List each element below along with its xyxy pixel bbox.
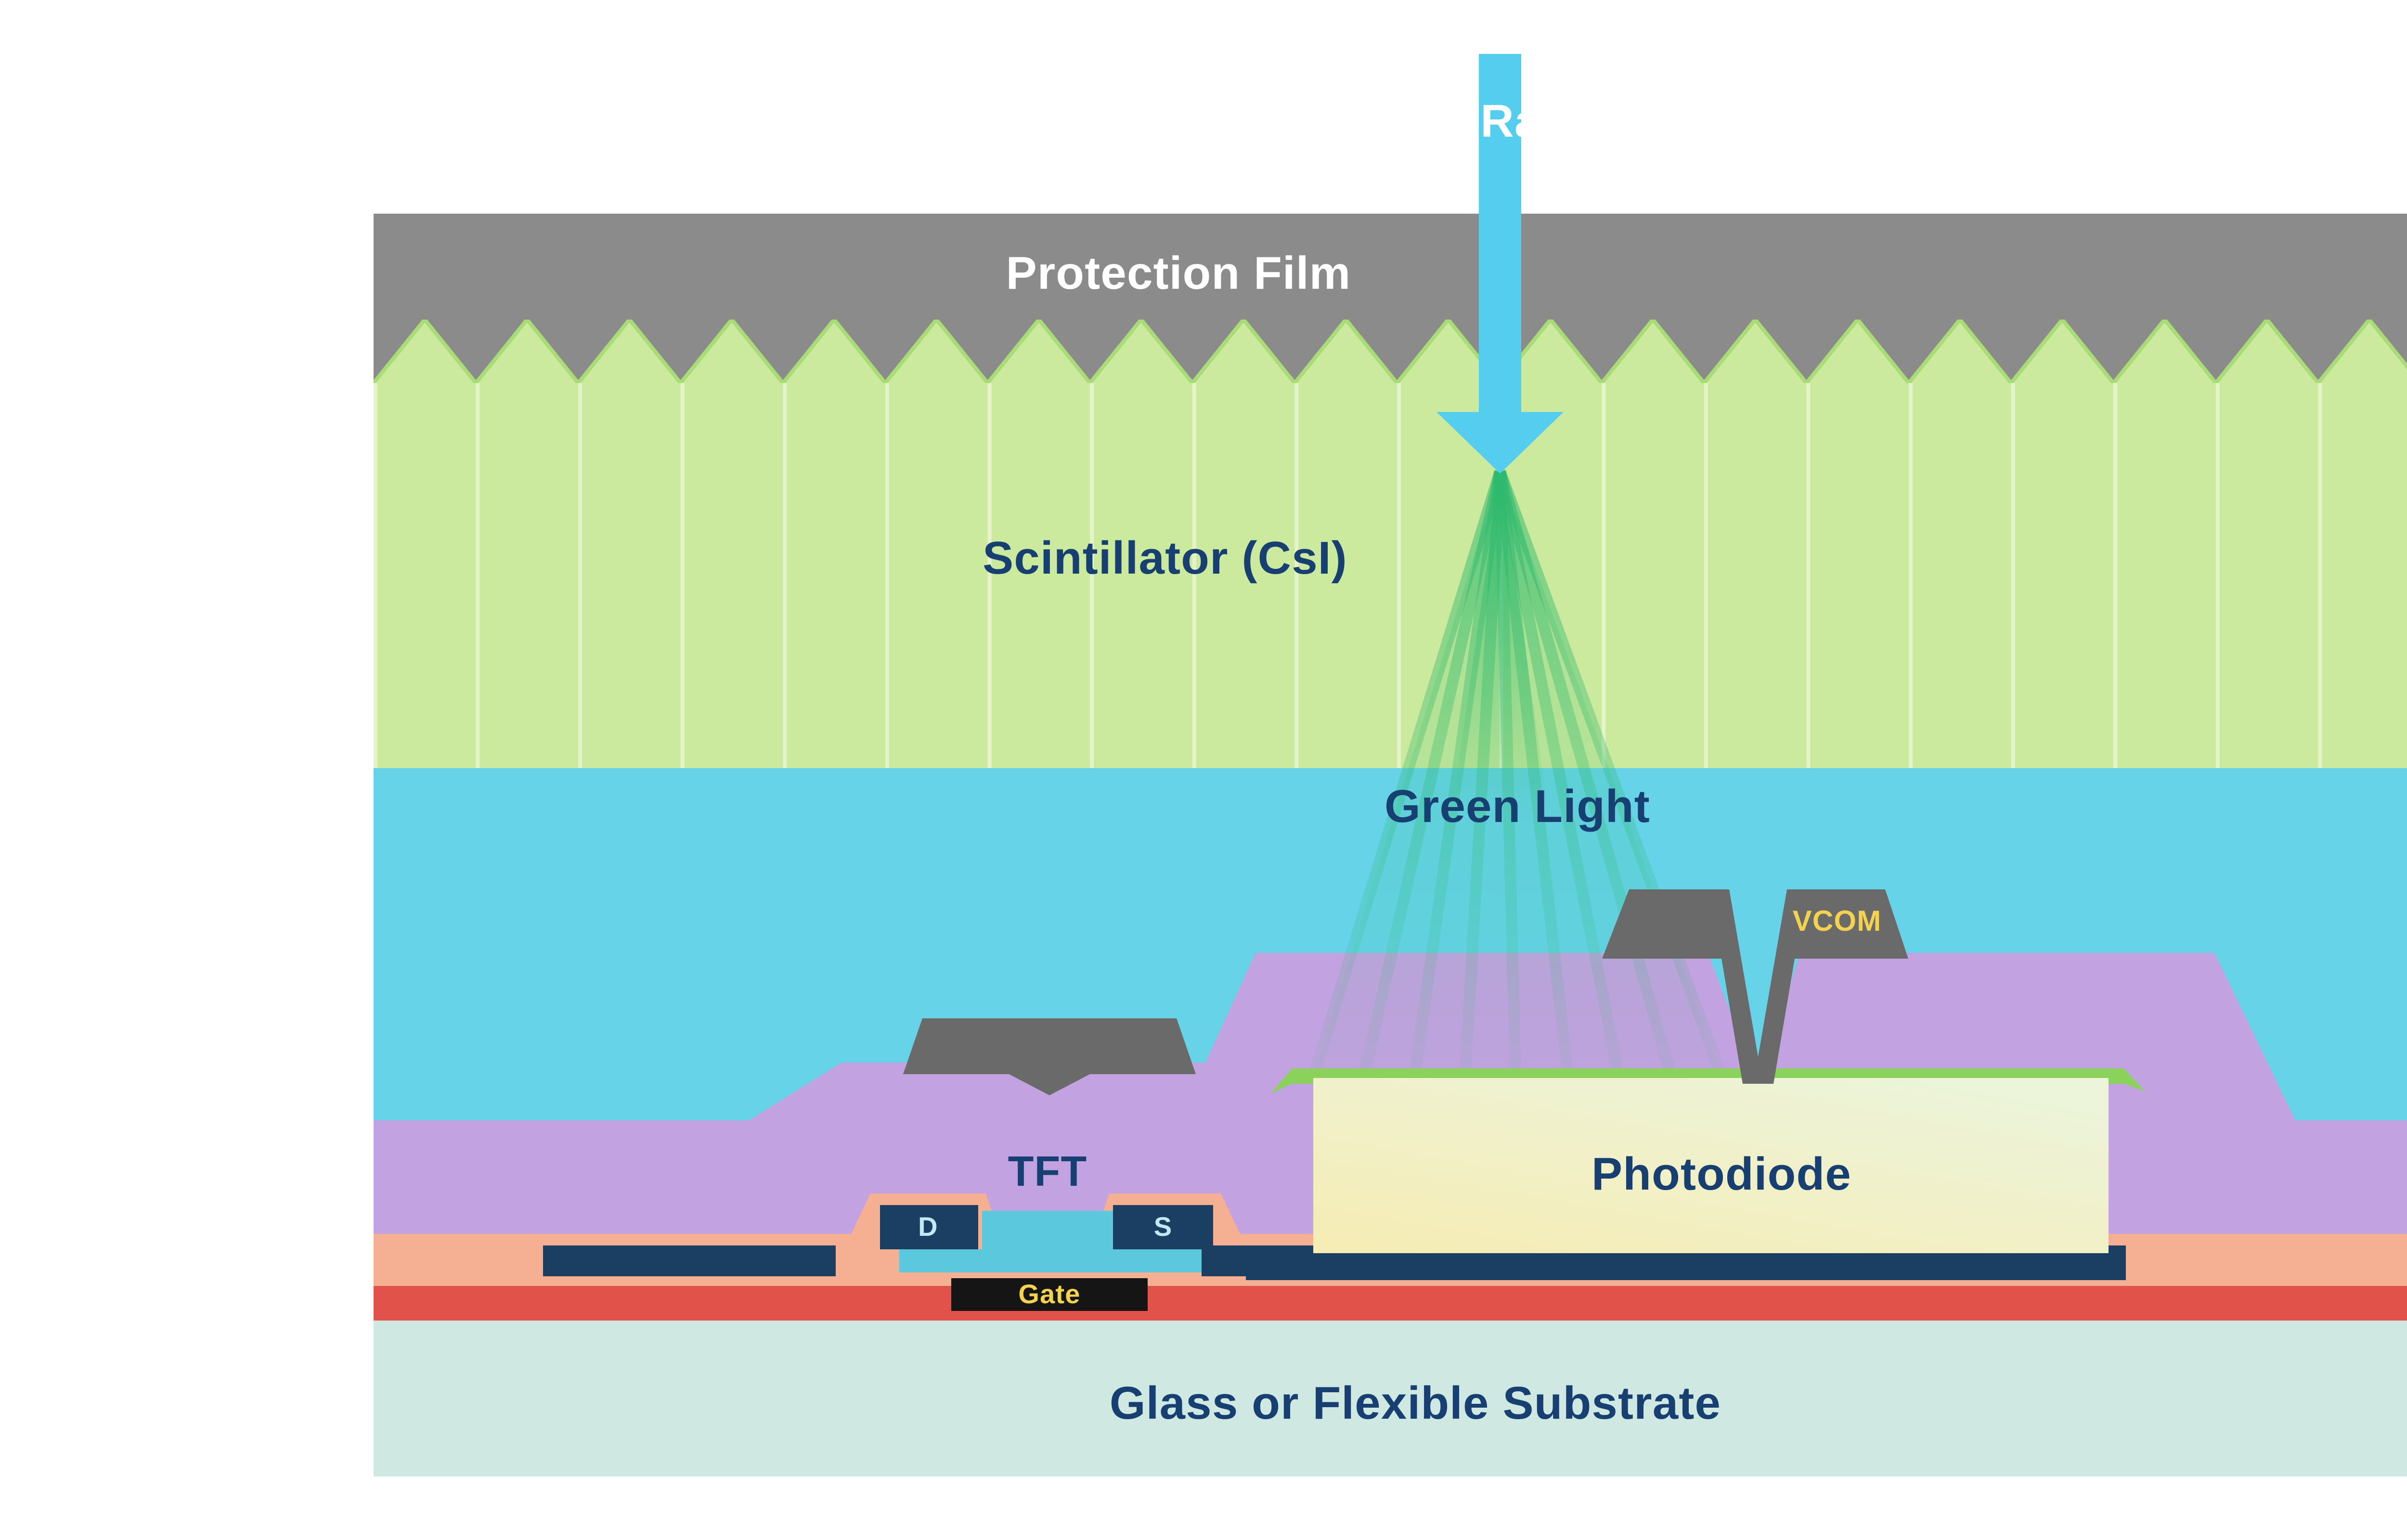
photodiode-body — [1313, 1078, 2109, 1253]
vcom-label: VCOM — [1792, 906, 1882, 938]
photodiode-label: Photodiode — [1592, 1149, 1851, 1201]
data-line — [543, 1245, 836, 1276]
tft-source-electrode — [1113, 1205, 1213, 1249]
substrate-layer — [374, 1321, 2407, 1476]
detector-layers-graphic — [374, 214, 2407, 1476]
gate-insulator-layer — [374, 1286, 2407, 1321]
substrate-label: Glass or Flexible Substrate — [1109, 1378, 1721, 1430]
tft-channel — [899, 1211, 1213, 1272]
tft-label: TFT — [1008, 1147, 1087, 1195]
source-connector — [1202, 1245, 1246, 1276]
green-light-label: Green Light — [1385, 782, 1650, 834]
protection-film-label: Protection Film — [1006, 248, 1351, 300]
tft-drain-electrode — [880, 1205, 978, 1249]
xray-label: X-Ray — [1433, 96, 1567, 148]
detector-cross-section-panel: Protection Film Scintillator (CsI) Green… — [374, 214, 2407, 1476]
xray-arrow-shaft — [1479, 54, 1521, 412]
drain-label: D — [918, 1211, 938, 1242]
xray-arrow-head — [1436, 412, 1564, 474]
scintillator-layer — [374, 320, 2407, 768]
source-label: S — [1153, 1211, 1173, 1242]
gate-label: Gate — [1018, 1278, 1081, 1309]
gate-electrode — [951, 1278, 1148, 1311]
vcom-electrode — [1602, 889, 1908, 1084]
left-electrode — [903, 1018, 1196, 1095]
scintillator-label: Scintillator (CsI) — [983, 533, 1347, 585]
